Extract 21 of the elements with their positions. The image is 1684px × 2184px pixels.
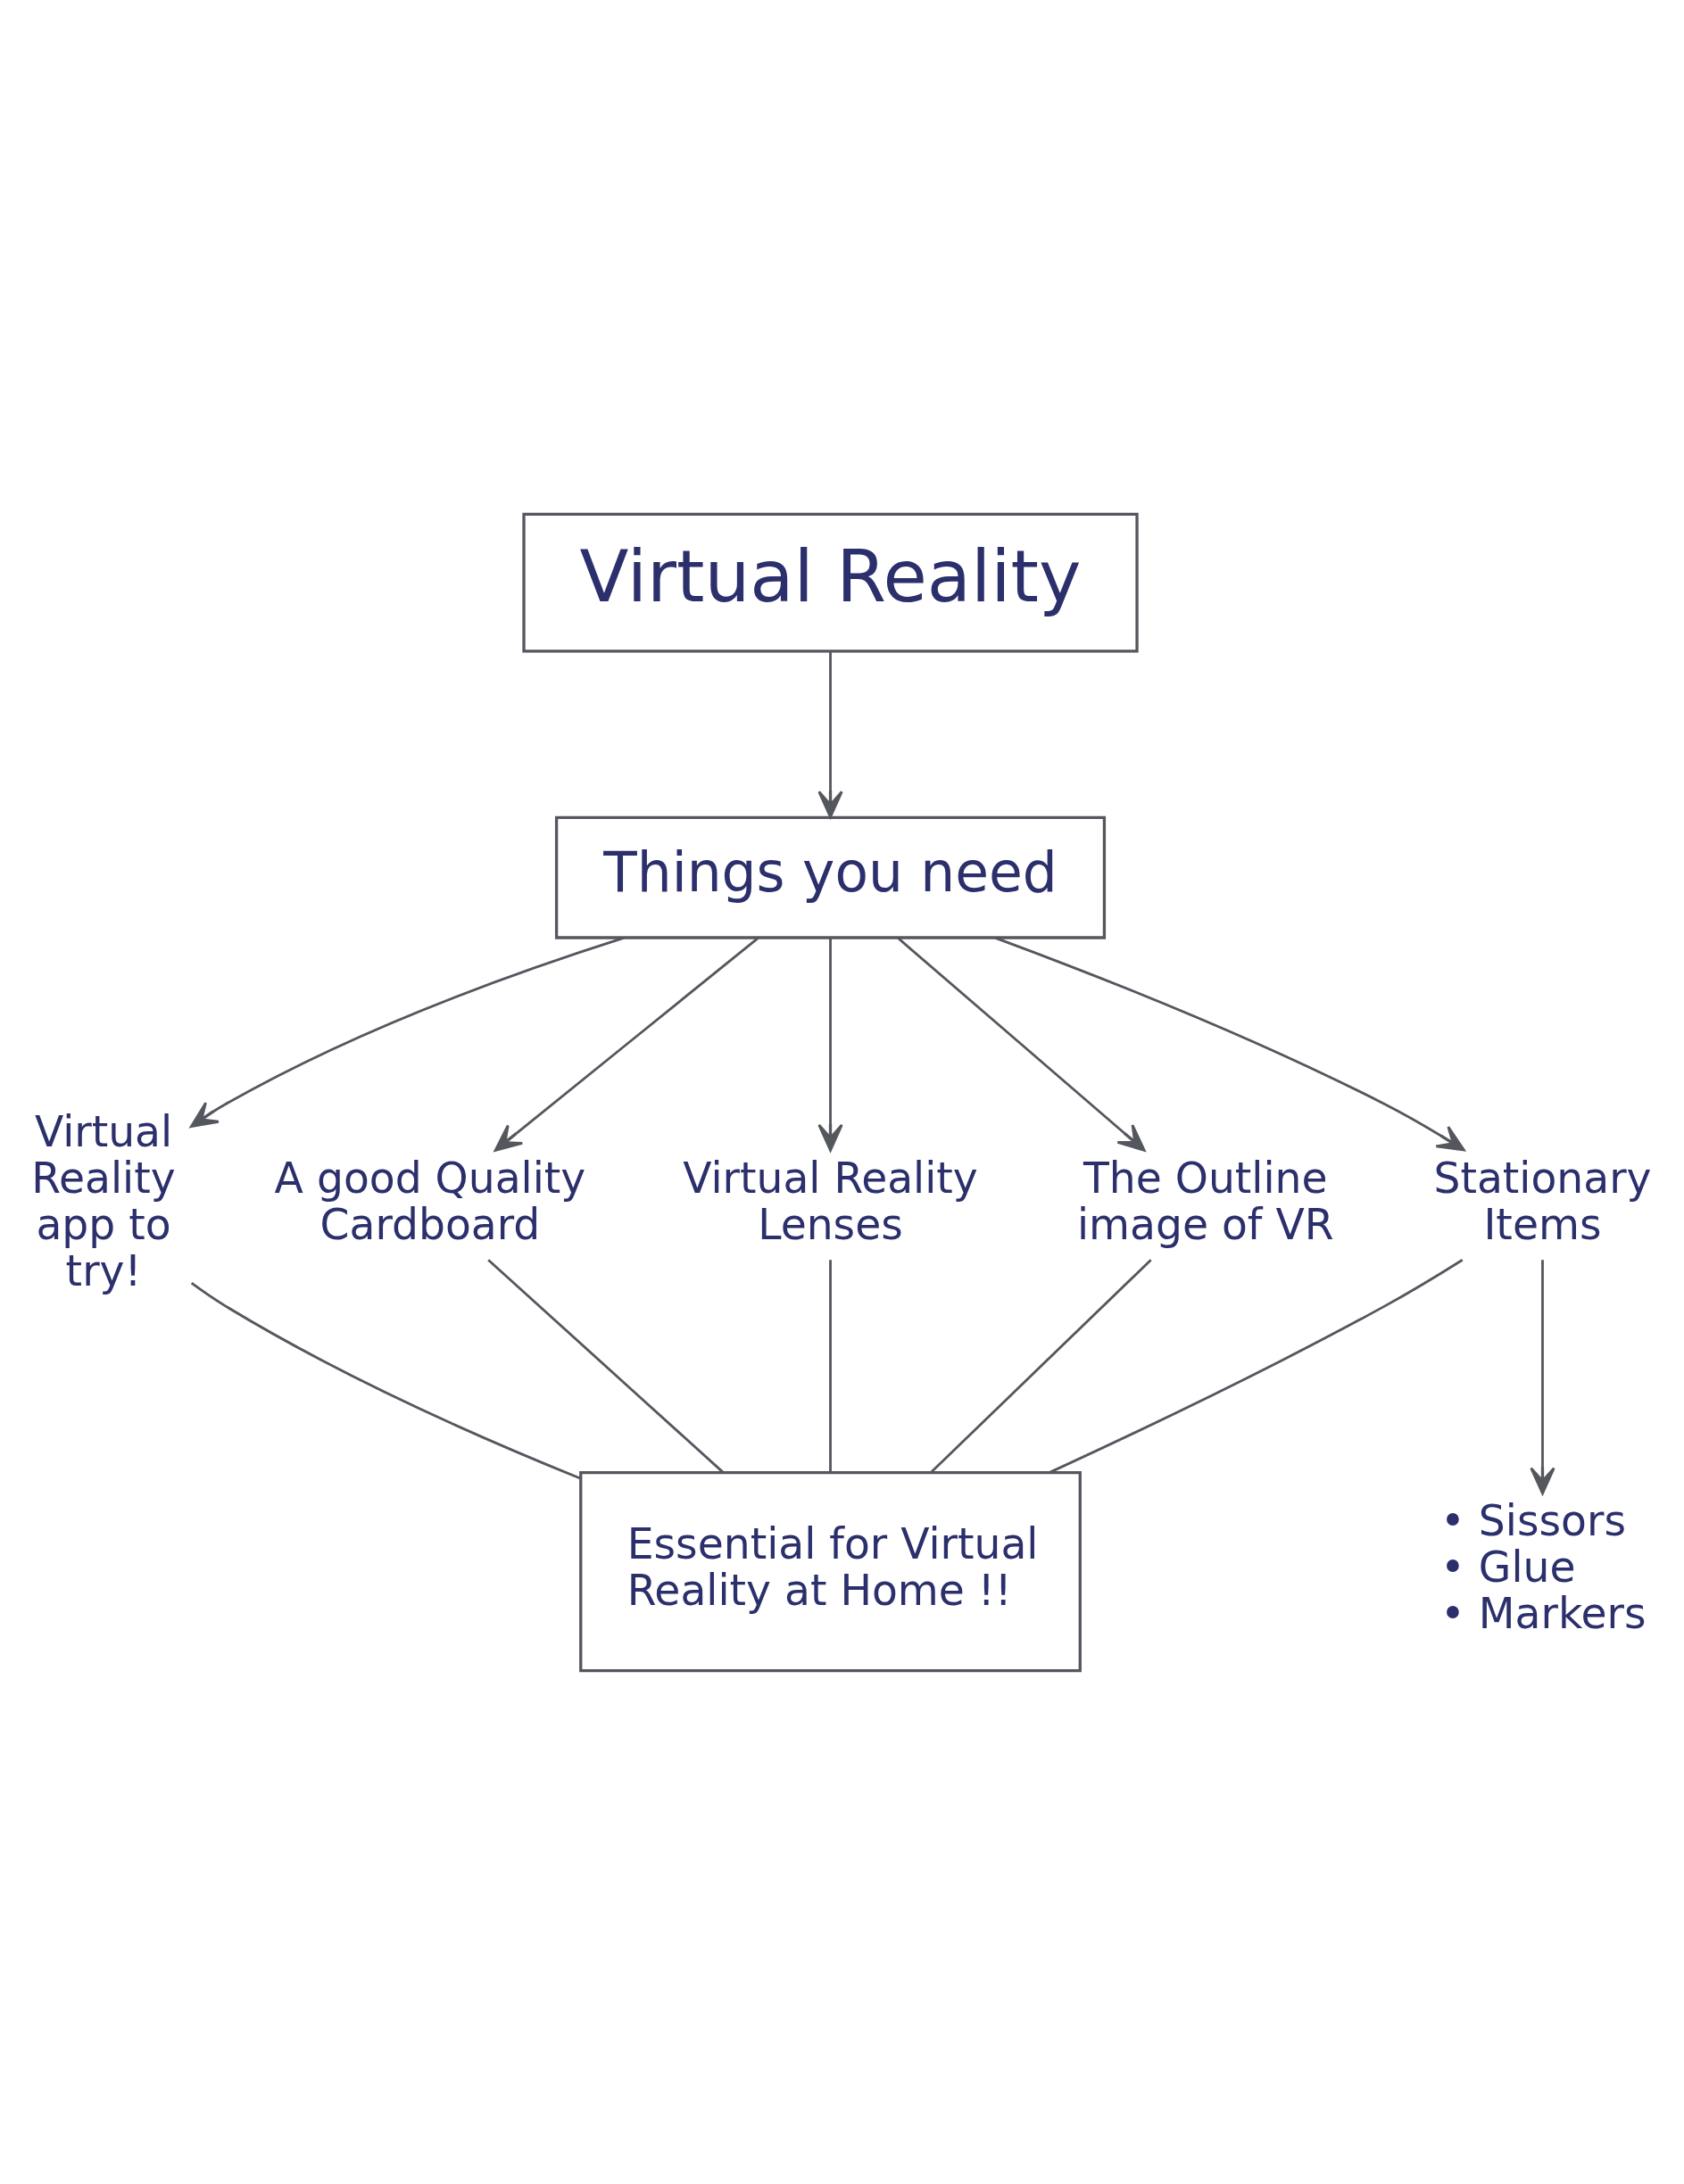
arrow <box>1530 1259 1555 1494</box>
node-text: Virtual Reality app to try! <box>31 1106 176 1295</box>
connector <box>487 1258 725 1473</box>
arrow <box>189 936 625 1128</box>
connector <box>829 1259 832 1472</box>
arrow <box>817 938 843 1152</box>
arrow <box>897 937 1146 1152</box>
node-box: Essential for Virtual Reality at Home !! <box>579 1470 1082 1672</box>
connector <box>190 1281 581 1479</box>
node-text: Stationary Items <box>1433 1153 1652 1249</box>
arrow <box>817 650 843 818</box>
node-box: Virtual Reality <box>522 512 1139 653</box>
node-text: • Sissors • Glue • Markers <box>1439 1495 1647 1638</box>
arrow <box>494 937 759 1152</box>
node-box: Things you need <box>554 815 1107 939</box>
node-text: The Outline image of VR <box>1076 1153 1334 1249</box>
node-text: Virtual Reality Lenses <box>683 1153 978 1249</box>
connector <box>1049 1258 1464 1474</box>
connector <box>930 1258 1152 1473</box>
arrow <box>994 936 1465 1151</box>
node-text: A good Quality Cardboard <box>274 1153 586 1249</box>
